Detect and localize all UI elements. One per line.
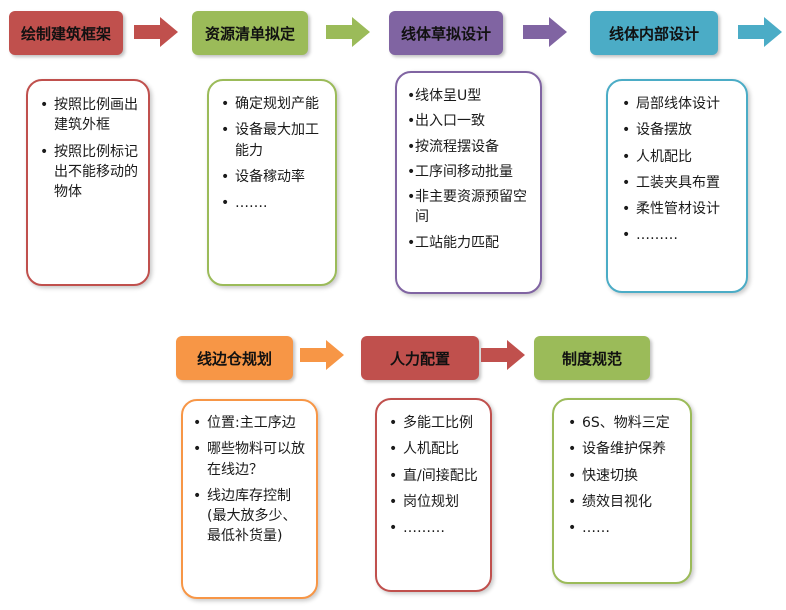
stage-3-item: 出入口一致 xyxy=(407,111,532,132)
stage-4-item: 柔性管材设计 xyxy=(622,199,738,220)
stage-5-item: 位置:主工序边 xyxy=(193,413,310,434)
stage-1-item: 按照比例画出建筑外框 xyxy=(40,95,140,136)
stage-5-header: 线边仓规划 xyxy=(176,336,293,380)
stage-3-header: 线体草拟设计 xyxy=(389,11,503,55)
stage-7-item: 6S、物料三定 xyxy=(568,413,684,434)
stage-4-item: 局部线体设计 xyxy=(622,94,738,115)
stage-1-item: 按照比例标记出不能移动的物体 xyxy=(40,142,140,203)
stage-7-header: 制度规范 xyxy=(534,336,650,380)
stage-4-item: 人机配比 xyxy=(622,147,738,168)
stage-3-item: 非主要资源预留空间 xyxy=(407,187,532,228)
stage-2-item: 设备稼动率 xyxy=(221,167,327,188)
stage-1-box: 按照比例画出建筑外框 按照比例标记出不能移动的物体 xyxy=(26,79,150,286)
stage-7-box: 6S、物料三定 设备维护保养 快速切换 绩效目视化 …… xyxy=(552,398,692,584)
stage-6-item: 多能工比例 xyxy=(389,413,484,434)
stage-4-header: 线体内部设计 xyxy=(590,11,718,55)
stage-5-item: 线边库存控制(最大放多少、最低补货量) xyxy=(193,486,310,547)
stage-2-box: 确定规划产能 设备最大加工能力 设备稼动率 ……. xyxy=(207,79,337,286)
stage-6-title: 人力配置 xyxy=(389,349,450,368)
stage-6-item: 人机配比 xyxy=(389,439,484,460)
stage-5-box: 位置:主工序边 哪些物料可以放在线边？ 线边库存控制(最大放多少、最低补货量) xyxy=(181,399,318,599)
stage-6-box: 多能工比例 人机配比 直/间接配比 岗位规划 ……… xyxy=(375,398,492,592)
stage-4-item: 工装夹具布置 xyxy=(622,173,738,194)
stage-7-item: 绩效目视化 xyxy=(568,492,684,513)
arrow-right-icon xyxy=(134,17,178,47)
stage-3-item: 工序间移动批量 xyxy=(407,162,532,183)
arrow-right-icon xyxy=(738,17,782,47)
stage-1-title: 绘制建筑框架 xyxy=(20,24,111,43)
stage-7-title: 制度规范 xyxy=(561,349,622,368)
arrow-right-icon xyxy=(300,340,344,370)
stage-7-item: 设备维护保养 xyxy=(568,439,684,460)
arrow-right-icon xyxy=(326,17,370,47)
stage-2-item: 设备最大加工能力 xyxy=(221,120,327,161)
stage-3-item: 线体呈U型 xyxy=(407,86,532,107)
stage-7-item: …… xyxy=(568,518,684,539)
stage-7-item: 快速切换 xyxy=(568,466,684,487)
stage-5-item: 哪些物料可以放在线边？ xyxy=(193,439,310,480)
stage-2-item: ……. xyxy=(221,193,327,214)
arrow-right-icon xyxy=(523,17,567,47)
stage-6-header: 人力配置 xyxy=(361,336,479,380)
stage-4-box: 局部线体设计 设备摆放 人机配比 工装夹具布置 柔性管材设计 ……… xyxy=(606,79,748,293)
stage-6-item: 岗位规划 xyxy=(389,492,484,513)
stage-6-item: ……… xyxy=(389,518,484,539)
stage-4-item: ……… xyxy=(622,225,738,246)
stage-4-title: 线体内部设计 xyxy=(608,24,699,43)
stage-4-item: 设备摆放 xyxy=(622,120,738,141)
stage-1-header: 绘制建筑框架 xyxy=(9,11,123,55)
stage-2-title: 资源清单拟定 xyxy=(204,24,295,43)
stage-3-box: 线体呈U型 出入口一致 按流程摆设备 工序间移动批量 非主要资源预留空间 工站能… xyxy=(395,71,542,294)
arrow-right-icon xyxy=(481,340,525,370)
stage-3-item: 按流程摆设备 xyxy=(407,137,532,158)
stage-5-title: 线边仓规划 xyxy=(196,349,272,368)
stage-6-item: 直/间接配比 xyxy=(389,466,484,487)
stage-3-item: 工站能力匹配 xyxy=(407,233,532,254)
stage-2-item: 确定规划产能 xyxy=(221,94,327,115)
stage-2-header: 资源清单拟定 xyxy=(192,11,308,55)
stage-3-title: 线体草拟设计 xyxy=(400,24,491,43)
